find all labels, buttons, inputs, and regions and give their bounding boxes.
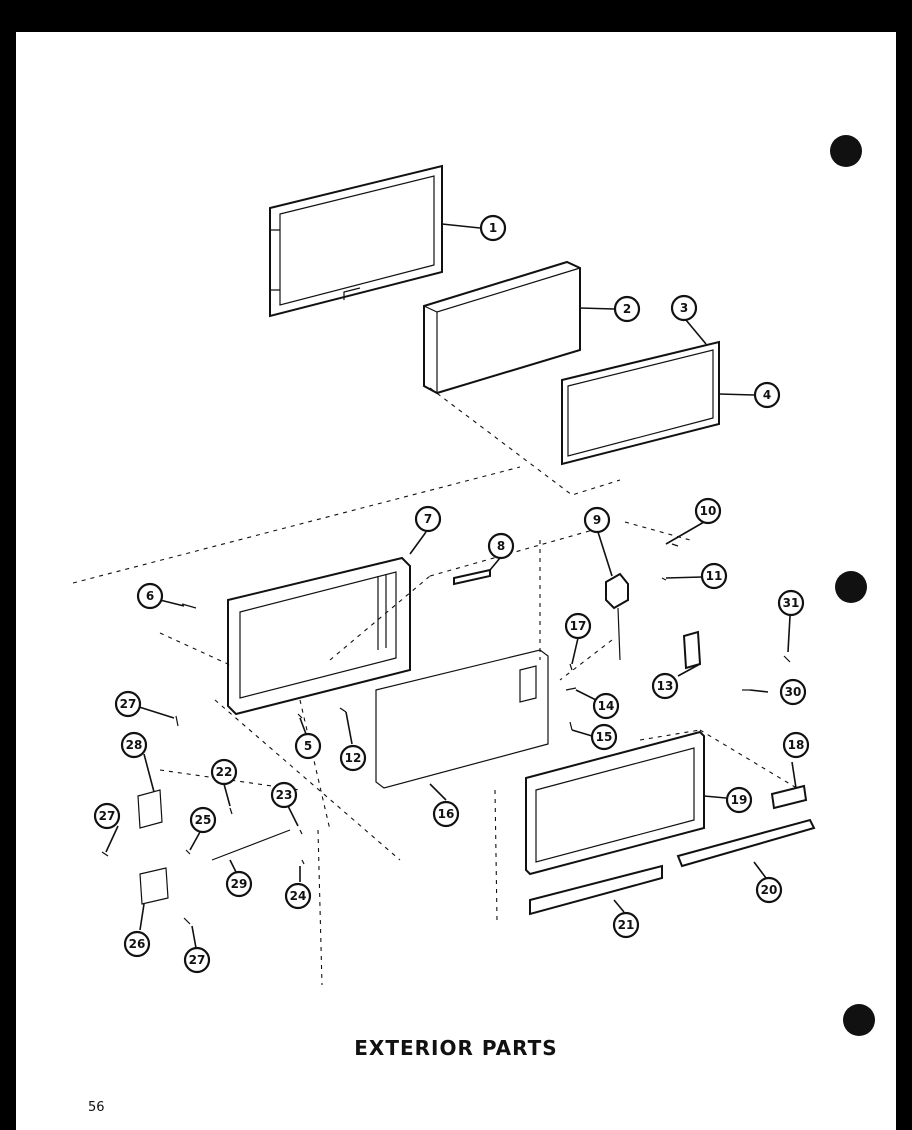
binder-hole-top	[830, 135, 862, 167]
callout-14-label: 14	[598, 699, 615, 713]
callout-13: 13	[651, 672, 679, 700]
callout-21-label: 21	[618, 918, 635, 932]
callout-24-label: 24	[290, 889, 307, 903]
callout-30-label: 30	[785, 685, 802, 699]
callout-11: 11	[700, 562, 728, 590]
callout-25: 25	[189, 806, 217, 834]
part-7-front-frame	[227, 556, 411, 716]
page-sheet	[16, 32, 896, 1130]
callout-26-label: 26	[129, 937, 146, 951]
callout-2: 2	[613, 295, 641, 323]
callout-3-label: 3	[680, 301, 688, 315]
callout-14: 14	[592, 692, 620, 720]
diagram-title: EXTERIOR PARTS	[354, 1036, 558, 1060]
callout-12-label: 12	[345, 751, 362, 765]
callout-18: 18	[782, 731, 810, 759]
callout-12: 12	[339, 744, 367, 772]
callout-15: 15	[590, 723, 618, 751]
callout-23-label: 23	[276, 788, 293, 802]
binder-hole-bottom	[843, 1004, 875, 1036]
callout-27-b: 27	[93, 802, 121, 830]
part-9-hinge	[605, 572, 629, 661]
part-20-rail	[676, 818, 816, 868]
binder-holes	[830, 135, 875, 1036]
callout-23: 23	[270, 781, 298, 809]
callout-10: 10	[694, 497, 722, 525]
leader-lines	[105, 223, 797, 949]
part-2-panel	[423, 260, 581, 395]
callout-3: 3	[670, 294, 698, 322]
part-3-4-filter-frame	[561, 340, 720, 466]
callout-4: 4	[753, 381, 781, 409]
part-1-top-frame	[269, 164, 443, 318]
callout-24: 24	[284, 882, 312, 910]
callout-26: 26	[123, 930, 151, 958]
callout-22: 22	[210, 758, 238, 786]
callout-29-label: 29	[231, 877, 248, 891]
callouts: 1 2 3 4 5 6 7 8 9 10 11 12 13 14 15 16 1…	[93, 214, 810, 974]
alignment-lines	[72, 387, 801, 986]
callout-19-label: 19	[731, 793, 748, 807]
callout-5-label: 5	[304, 739, 312, 753]
callout-1: 1	[479, 214, 507, 242]
callout-21: 21	[612, 911, 640, 939]
callout-6: 6	[136, 582, 164, 610]
callout-17-label: 17	[570, 619, 587, 633]
small-hardware	[101, 543, 791, 925]
part-13-bracket	[682, 630, 702, 670]
callout-25-label: 25	[195, 813, 212, 827]
callout-18-label: 18	[788, 738, 805, 752]
callout-28-label: 28	[126, 738, 143, 752]
part-18-clip	[770, 784, 808, 810]
part-19-lower-frame	[525, 730, 705, 876]
callout-22-label: 22	[216, 765, 233, 779]
part-16-panel	[375, 649, 549, 789]
callout-17: 17	[564, 612, 592, 640]
part-21-strip	[529, 864, 663, 916]
callout-30: 30	[779, 678, 807, 706]
callout-8-label: 8	[497, 539, 505, 553]
callout-27b-label: 27	[99, 809, 116, 823]
callout-11-label: 11	[706, 569, 723, 583]
callout-20: 20	[755, 876, 783, 904]
part-26-28-brackets	[137, 789, 291, 905]
callout-1-label: 1	[489, 221, 497, 235]
callout-27-a: 27	[114, 690, 142, 718]
callout-7-label: 7	[424, 512, 432, 526]
part-8-bracket	[453, 568, 491, 586]
callout-20-label: 20	[761, 883, 778, 897]
callout-29: 29	[225, 870, 253, 898]
page-number: 56	[88, 1100, 105, 1115]
callout-16: 16	[432, 800, 460, 828]
callout-27a-label: 27	[120, 697, 137, 711]
callout-28: 28	[120, 731, 148, 759]
callout-7: 7	[414, 505, 442, 533]
callout-27c-label: 27	[189, 953, 206, 967]
callout-9: 9	[583, 506, 611, 534]
callout-5: 5	[294, 732, 322, 760]
callout-31: 31	[777, 589, 805, 617]
callout-15-label: 15	[596, 730, 613, 744]
callout-2-label: 2	[623, 302, 631, 316]
binder-hole-middle	[835, 571, 867, 603]
callout-8: 8	[487, 532, 515, 560]
callout-9-label: 9	[593, 513, 601, 527]
callout-31-label: 31	[783, 596, 800, 610]
callout-6-label: 6	[146, 589, 154, 603]
callout-16-label: 16	[438, 807, 455, 821]
callout-27-c: 27	[183, 946, 211, 974]
callout-4-label: 4	[763, 388, 771, 402]
callout-10-label: 10	[700, 504, 717, 518]
callout-19: 19	[725, 786, 753, 814]
callout-13-label: 13	[657, 679, 674, 693]
